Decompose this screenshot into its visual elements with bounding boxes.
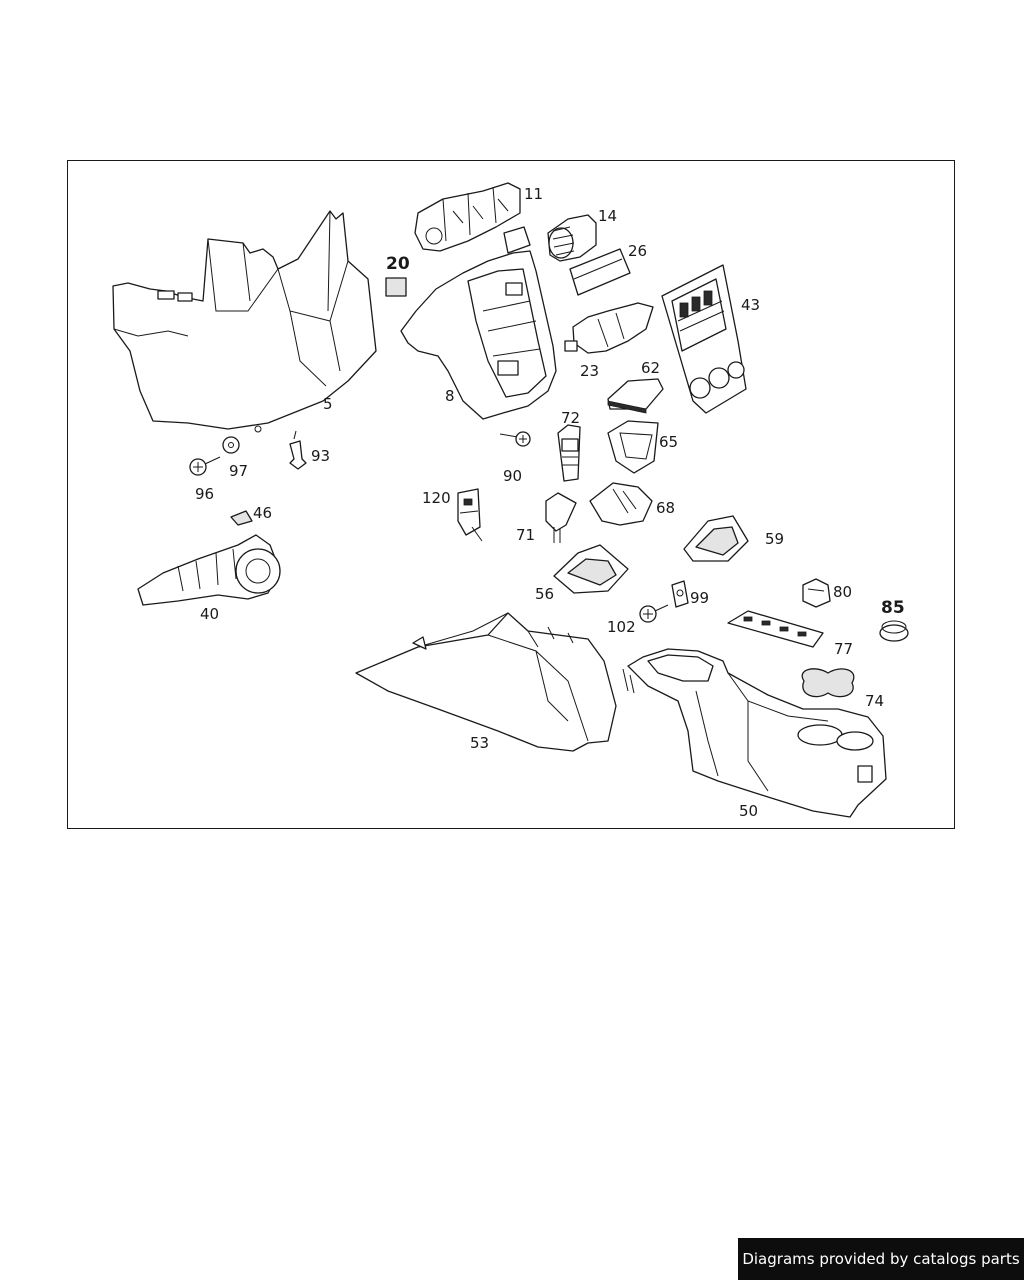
callout-97: 97 — [229, 462, 248, 480]
part-120-connector — [457, 488, 483, 542]
part-102-screw — [639, 604, 669, 623]
part-85-grommet — [879, 620, 909, 642]
callout-65: 65 — [659, 433, 678, 451]
parts-diagram: 5 8 11 14 20 23 26 40 43 46 50 53 56 59 … — [112, 182, 909, 820]
part-50-floor-console — [622, 648, 887, 818]
part-59-tray-cover — [683, 515, 749, 562]
part-93-clip — [289, 430, 307, 470]
callout-68: 68 — [656, 499, 675, 517]
callout-50: 50 — [739, 802, 758, 820]
part-77-switch-panel — [727, 610, 824, 648]
part-68-shifter-bezel — [589, 482, 653, 526]
callout-11: 11 — [524, 185, 543, 203]
parts-diagram-frame: 5 8 11 14 20 23 26 40 43 46 50 53 56 59 … — [67, 160, 955, 829]
callout-23: 23 — [580, 362, 599, 380]
part-14-vent-knob — [547, 214, 597, 262]
callout-96: 96 — [195, 485, 214, 503]
part-90-screw — [499, 431, 531, 447]
part-8-center-stack-bezel — [400, 250, 557, 420]
callout-80: 80 — [833, 583, 852, 601]
part-5-console-housing — [112, 210, 377, 433]
part-40-column-cover — [137, 534, 281, 606]
callout-71: 71 — [516, 526, 535, 544]
part-65-bin — [607, 420, 659, 474]
part-56-tray-cover — [553, 544, 629, 594]
part-11-vent-duct — [414, 182, 531, 254]
callout-26: 26 — [628, 242, 647, 260]
callout-5: 5 — [323, 395, 333, 413]
part-23-insert — [564, 302, 654, 354]
part-46-wedge — [230, 510, 253, 526]
part-62-pad — [607, 378, 664, 414]
part-53-side-panel — [355, 612, 617, 752]
part-99-clip-nut — [671, 580, 689, 608]
part-74-cupholder-mat — [801, 668, 855, 698]
part-71-switch — [545, 492, 577, 543]
callout-77: 77 — [834, 640, 853, 658]
callout-85: 85 — [881, 598, 905, 618]
callout-43: 43 — [741, 296, 760, 314]
callout-40: 40 — [200, 605, 219, 623]
callout-8: 8 — [445, 387, 455, 405]
callout-59: 59 — [765, 530, 784, 548]
callout-20: 20 — [386, 254, 410, 274]
callout-72: 72 — [561, 409, 580, 427]
callout-74: 74 — [865, 692, 884, 710]
callout-99: 99 — [690, 589, 709, 607]
part-43-trim-plate — [661, 264, 747, 414]
part-26-panel — [569, 248, 631, 296]
part-96-screw — [189, 456, 221, 476]
credit-banner: Diagrams provided by catalogs parts — [738, 1238, 1024, 1280]
callout-56: 56 — [535, 585, 554, 603]
callout-93: 93 — [311, 447, 330, 465]
callout-62: 62 — [641, 359, 660, 377]
callout-90: 90 — [503, 467, 522, 485]
callout-53: 53 — [470, 734, 489, 752]
callout-46: 46 — [253, 504, 272, 522]
part-72-lighter — [557, 424, 581, 482]
part-97-washer — [222, 436, 240, 454]
part-20-block — [385, 277, 407, 297]
part-80-cap — [802, 578, 831, 608]
callout-102: 102 — [607, 618, 636, 636]
callout-14: 14 — [598, 207, 617, 225]
callout-120: 120 — [422, 489, 451, 507]
